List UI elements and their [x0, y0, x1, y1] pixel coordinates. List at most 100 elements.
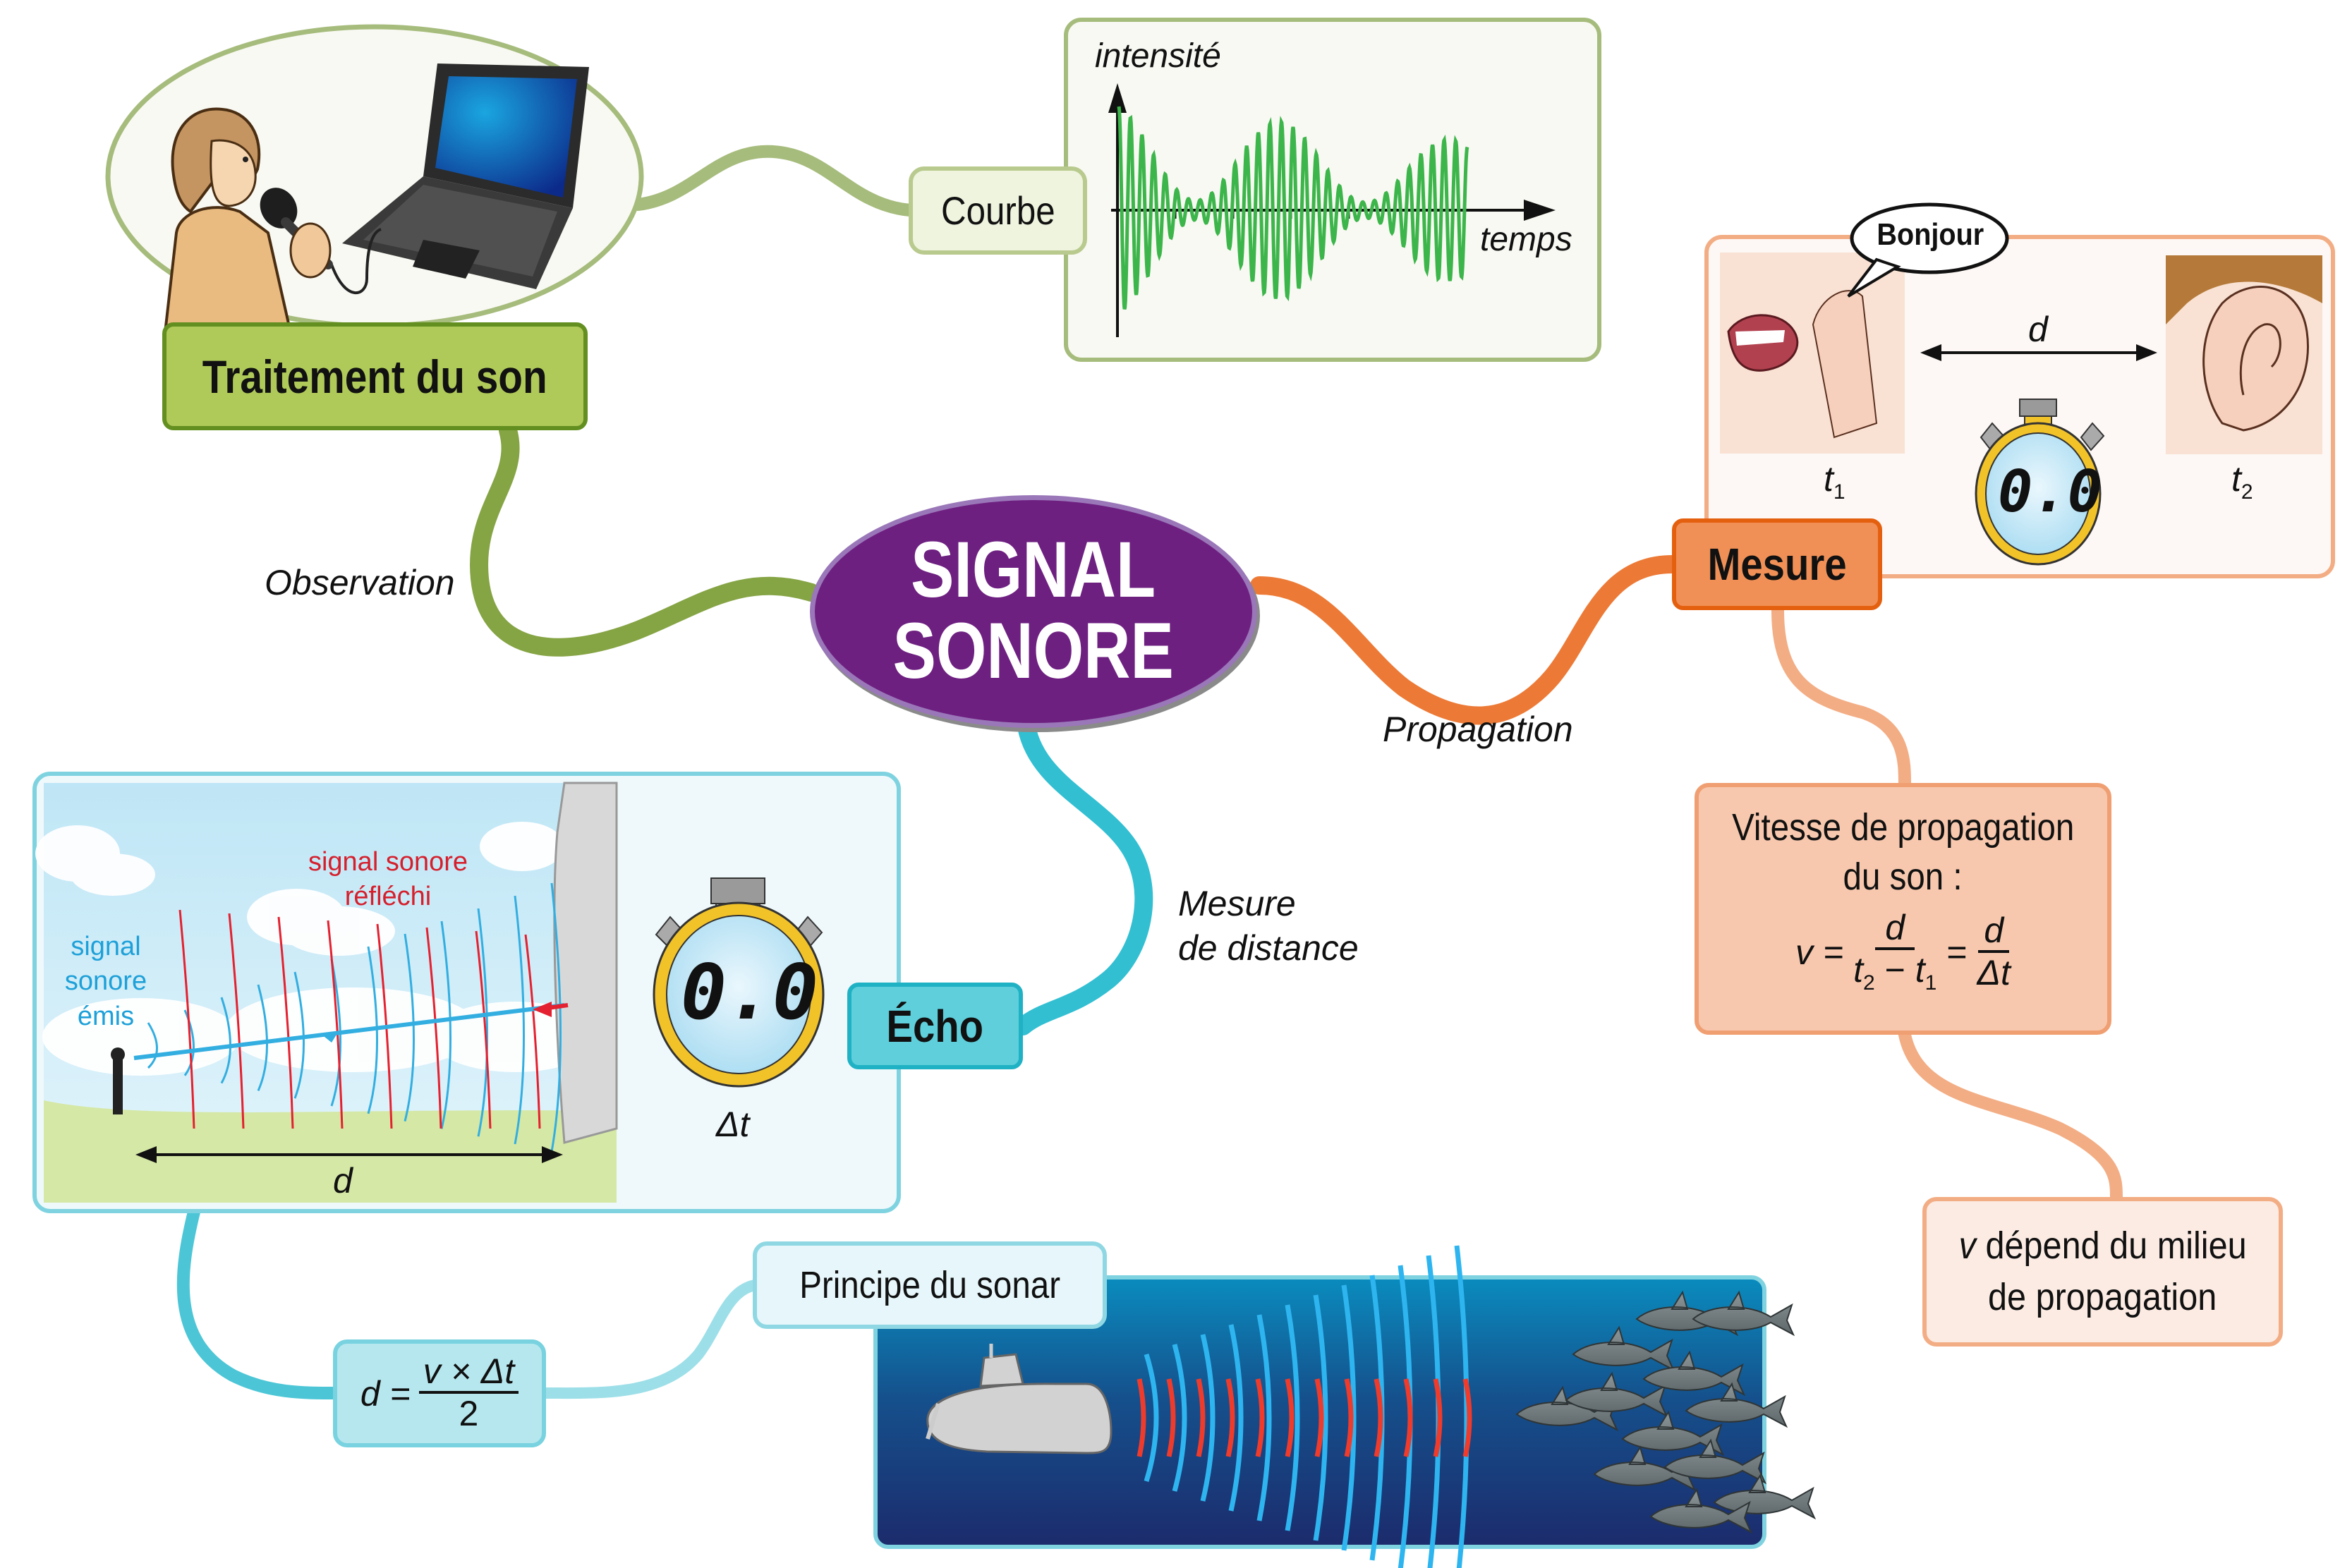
emitted-signal-label: signal sonore émis: [63, 930, 148, 1034]
central-topic-line1: SIGNAL: [911, 525, 1156, 614]
formula-fraction-1: d t2 − t1: [1853, 908, 1936, 996]
central-topic[interactable]: SIGNAL SONORE: [810, 495, 1257, 728]
connector-formula: [176, 1205, 341, 1399]
sonar-wavefronts: [1136, 1245, 1472, 1568]
formula-fraction-2: d Δt: [1977, 911, 2011, 994]
den-minus: −: [1874, 950, 1915, 990]
echo-illustration: [32, 772, 901, 1213]
node-principe-sonar[interactable]: Principe du sonar: [753, 1241, 1107, 1329]
person-icon: [164, 107, 333, 328]
reflected-wavefront: [277, 916, 294, 1129]
sonar-echo-wave: [1196, 1378, 1206, 1457]
reflected-wavefront: [524, 934, 541, 1129]
connector-label-observation: Observation: [265, 563, 455, 602]
den-t2: t: [1853, 950, 1864, 990]
emitted-wavefront: [257, 984, 268, 1092]
connector-sonar: [540, 1280, 760, 1399]
reflected-wavefront: [425, 927, 442, 1129]
t2-label: t2: [2231, 458, 2253, 504]
sonar-echo-wave: [1136, 1378, 1146, 1457]
connector-courbe: [632, 145, 916, 217]
distance-formula-denominator: 2: [459, 1394, 479, 1434]
sonar-echo-wave: [1344, 1378, 1354, 1457]
node-principe-sonar-label: Principe du sonar: [799, 1264, 1060, 1306]
sonar-echo-wave: [1314, 1378, 1324, 1457]
sonar-emitted-wave: [1285, 1304, 1300, 1531]
v-depend-line1: v dépend du milieu: [1959, 1220, 2247, 1272]
reflected-label-line1: signal sonore: [308, 847, 468, 877]
emitted-wavefront: [147, 1022, 158, 1069]
emitted-wavefront: [330, 959, 341, 1107]
stopwatch-display-mesure: 0.0: [1998, 458, 2103, 525]
t2-subscript: 2: [2241, 480, 2253, 504]
laptop-icon: [342, 63, 589, 289]
node-courbe-label: Courbe: [940, 188, 1055, 233]
sonar-emitted-wave: [1256, 1314, 1272, 1521]
t1-symbol: t: [1824, 459, 1833, 499]
sonar-echo-wave: [1374, 1378, 1383, 1457]
distance-formula-fraction: v × Δt 2: [418, 1352, 519, 1435]
den-t1: t: [1915, 950, 1925, 990]
node-echo[interactable]: Écho: [847, 983, 1023, 1069]
sound-recording-illustration: [105, 24, 644, 329]
node-courbe[interactable]: Courbe: [909, 166, 1087, 255]
node-mesure[interactable]: Mesure: [1672, 518, 1882, 610]
t1-label: t1: [1824, 458, 1845, 504]
sonar-emitted-wave: [1313, 1294, 1328, 1541]
distance-label-echo: d: [333, 1161, 353, 1201]
shark-icon: [1649, 1488, 1753, 1534]
connector-distance: [1014, 717, 1153, 1035]
emitted-wavefront: [404, 933, 415, 1122]
stopwatch-icon-mesure: [1975, 399, 2105, 566]
v-depend-var: v: [1958, 1224, 1976, 1268]
v-depend-line1-text: dépend du milieu: [1975, 1224, 2247, 1268]
sonar-emitted-wave: [1144, 1353, 1159, 1483]
sonar-echo-wave: [1225, 1378, 1235, 1457]
reflected-wavefront: [475, 930, 492, 1129]
vitesse-title-line2: du son :: [1843, 856, 1963, 899]
vitesse-title-line1: Vitesse de propagation: [1731, 806, 2075, 849]
emitted-wavefront: [550, 882, 562, 1153]
measurement-illustration: [1704, 202, 2335, 578]
shark-icon: [1565, 1371, 1668, 1418]
submarine-icon: [926, 1344, 1113, 1454]
den-sub1: 1: [1924, 971, 1937, 995]
shark-icon: [1642, 1350, 1746, 1397]
chart-y-axis-label: intensité: [1095, 37, 1221, 75]
connector-observation: [470, 421, 820, 657]
distance-formula: d = v × Δt 2: [360, 1352, 519, 1435]
emitted-wavefront: [514, 895, 525, 1145]
waveform-line: [1117, 106, 1469, 310]
chart-x-axis-label: temps: [1480, 221, 1572, 258]
reflected-wavefront: [376, 923, 393, 1129]
connector-label-distance: Mesure de distance: [1178, 882, 1359, 970]
shark-icon: [1621, 1410, 1725, 1457]
t2-symbol: t: [2231, 459, 2241, 499]
sonar-echo-wave: [1166, 1378, 1176, 1457]
sonar-echo-wave: [1255, 1378, 1265, 1457]
sonar-illustration: [873, 1245, 1817, 1568]
t1-subscript: 1: [1833, 480, 1845, 504]
emitted-wavefront: [293, 971, 305, 1099]
node-echo-label: Écho: [886, 1000, 984, 1052]
shark-icon: [1685, 1382, 1788, 1428]
y-axis-arrow: [1108, 83, 1127, 113]
node-distance-formula[interactable]: d = v × Δt 2: [333, 1339, 546, 1447]
node-traitement-du-son[interactable]: Traitement du son: [162, 322, 588, 430]
node-v-depend-milieu[interactable]: v dépend du milieu de propagation: [1922, 1197, 2283, 1347]
reflected-wavefront: [178, 909, 195, 1129]
shark-icon: [1692, 1290, 1795, 1337]
node-vitesse-propagation[interactable]: Vitesse de propagation du son : v = d t2…: [1695, 783, 2111, 1035]
sonar-emitted-wave: [1172, 1344, 1187, 1492]
connector-propagation: [1250, 555, 1681, 725]
fraction-2-numerator: d: [1978, 911, 2010, 953]
connector-v-depend: [1898, 1028, 2123, 1204]
shark-icon: [1572, 1325, 1675, 1372]
v-depend-line2: de propagation: [1988, 1276, 2217, 1318]
sonar-echo-wave: [1403, 1378, 1413, 1457]
emitted-wavefront: [477, 908, 488, 1137]
connectors: [176, 145, 2123, 1399]
school-of-sharks: [1515, 1290, 1817, 1534]
sonar-emitted-wave: [1454, 1245, 1469, 1568]
